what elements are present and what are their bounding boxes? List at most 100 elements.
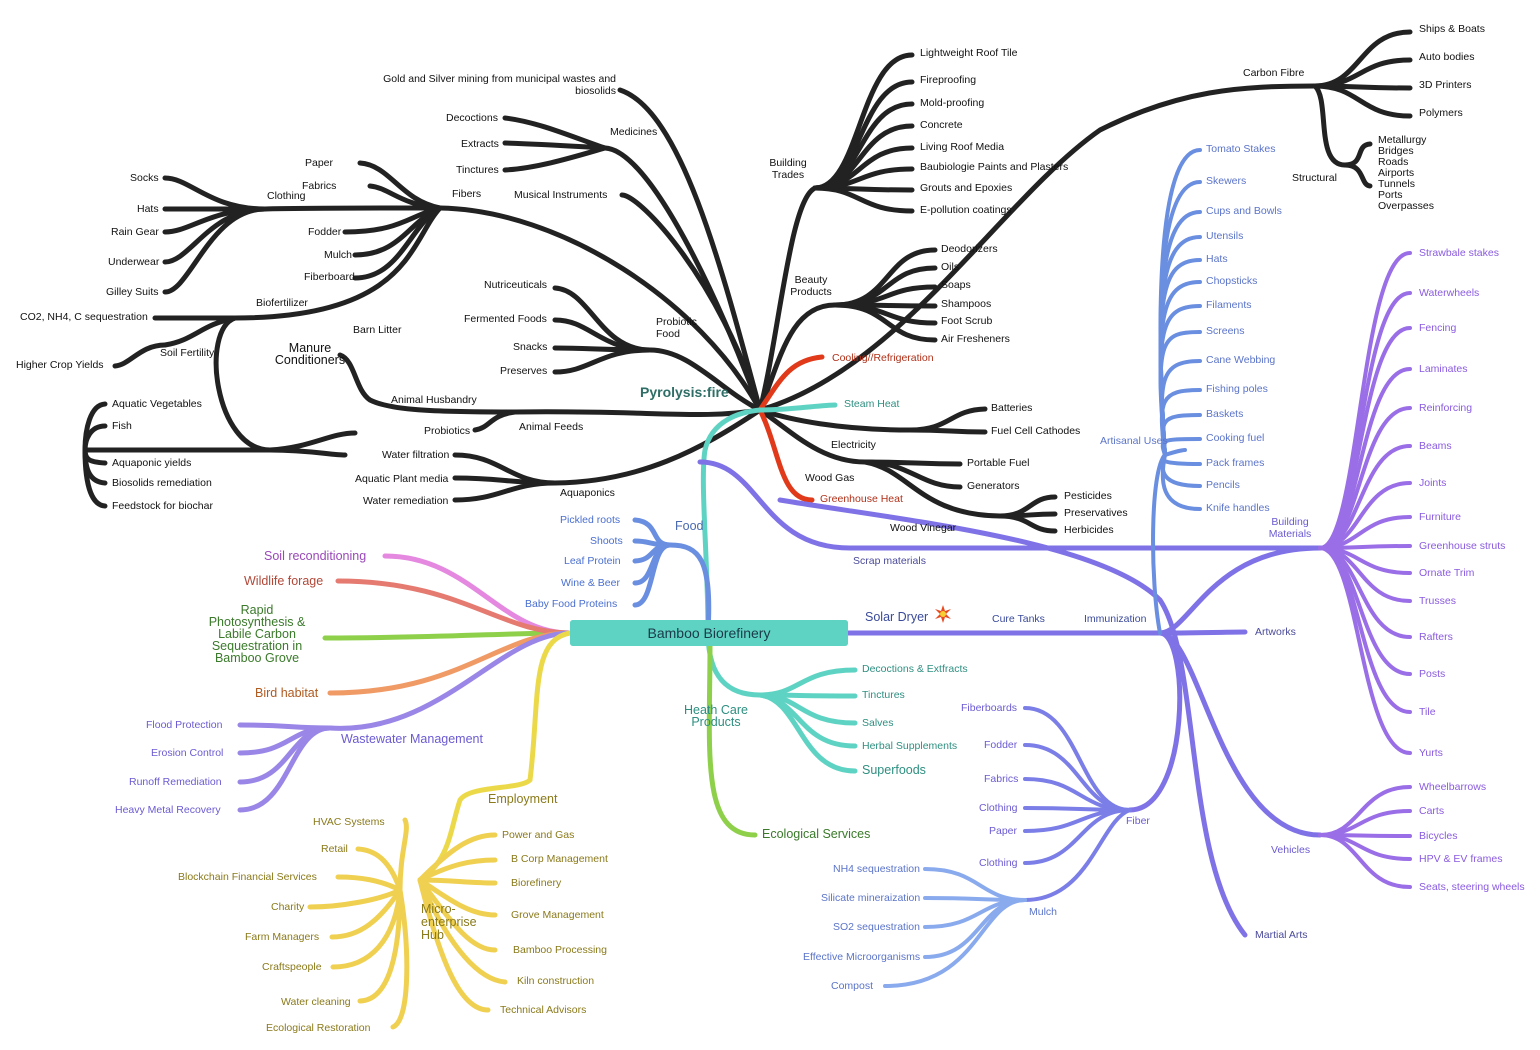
node-cooling[interactable]: Cooling//Refrigeration [832,352,934,364]
node-biofertilizer[interactable]: Biofertilizer [256,297,308,309]
node-rain-gear[interactable]: Rain Gear [111,226,159,238]
node-3d-printers[interactable]: 3D Printers [1419,79,1472,91]
node-electricity[interactable]: Electricity [831,439,876,451]
node-bamboo-processing[interactable]: Bamboo Processing [513,944,607,956]
node-water-cleaning[interactable]: Water cleaning [281,996,351,1008]
node-scrap-materials[interactable]: Scrap materials [853,555,926,567]
node-cups-bowls[interactable]: Cups and Bowls [1206,205,1282,217]
node-employment[interactable]: Employment [488,792,558,806]
node-pencils[interactable]: Pencils [1206,479,1240,491]
node-foot-scrub[interactable]: Foot Scrub [941,315,993,327]
node-baskets[interactable]: Baskets [1206,408,1244,420]
node-yurts[interactable]: Yurts [1419,747,1443,759]
node-technical-advisors[interactable]: Technical Advisors [500,1004,587,1016]
node-superfoods[interactable]: Superfoods [862,763,926,777]
node-kiln-construction[interactable]: Kiln construction [517,975,595,987]
node-posts[interactable]: Posts [1419,668,1446,680]
node-aquaponic-yields[interactable]: Aquaponic yields [112,457,192,469]
node-socks[interactable]: Socks [130,172,159,184]
node-gold-mining[interactable]: Gold and Silver mining from municipal wa… [383,73,616,97]
node-air-fresheners[interactable]: Air Fresheners [941,333,1010,345]
node-vehicles[interactable]: Vehicles [1271,844,1311,856]
node-fireproofing[interactable]: Fireproofing [920,74,977,86]
node-tinctures[interactable]: Tinctures [456,164,499,176]
node-fiber-fodder[interactable]: Fodder [984,739,1018,751]
node-utensils[interactable]: Utensils [1206,230,1244,242]
node-blockchain[interactable]: Blockchain Financial Services [178,871,317,883]
node-clothing[interactable]: Clothing [267,190,306,202]
node-seats-steering[interactable]: Seats, steering wheels [1419,881,1525,893]
node-effective-microorganisms[interactable]: Effective Microorganisms [803,951,921,963]
node-filaments[interactable]: Filaments [1206,299,1252,311]
node-skewers[interactable]: Skewers [1206,175,1247,187]
node-chopsticks[interactable]: Chopsticks [1206,275,1258,287]
node-animal-feeds[interactable]: Animal Feeds [519,421,584,433]
node-nutriceuticals[interactable]: Nutriceuticals [484,279,548,291]
node-waterwheels[interactable]: Waterwheels [1419,287,1480,299]
node-decoctions[interactable]: Decoctions [446,112,498,124]
node-pack-frames[interactable]: Pack frames [1206,457,1265,469]
node-food[interactable]: Food [675,519,704,533]
node-musical-instruments[interactable]: Musical Instruments [514,189,608,201]
node-ecological-services[interactable]: Ecological Services [762,827,871,841]
central-node[interactable]: Bamboo Biorefinery [570,620,848,646]
node-furniture[interactable]: Furniture [1419,511,1462,523]
node-auto-bodies[interactable]: Auto bodies [1419,51,1475,63]
node-mulch[interactable]: Mulch [1029,906,1058,918]
node-tile[interactable]: Tile [1419,706,1436,718]
node-building-trades[interactable]: Building Trades [769,157,807,181]
node-cure-tanks[interactable]: Cure Tanks [992,613,1045,625]
node-wine-beer[interactable]: Wine & Beer [561,577,620,589]
node-fiber[interactable]: Fiber [1126,815,1150,827]
node-extracts[interactable]: Extracts [461,138,499,150]
node-manure-conditioners[interactable]: Manure Conditioners [274,341,346,367]
node-health-tinctures[interactable]: Tinctures [862,689,905,701]
node-fabrics[interactable]: Fabrics [302,180,337,192]
node-oils[interactable]: Oils [941,261,960,273]
node-martial-arts[interactable]: Martial Arts [1255,929,1308,941]
node-hvac[interactable]: HVAC Systems [313,816,385,828]
node-craftspeople[interactable]: Craftspeople [262,961,322,973]
node-preserves[interactable]: Preserves [500,365,548,377]
node-hpv-ev-frames[interactable]: HPV & EV frames [1419,853,1503,865]
node-mulch[interactable]: Mulch [324,249,353,261]
node-structural[interactable]: Structural [1292,172,1337,184]
node-fiberboard[interactable]: Fiberboard [304,271,355,283]
node-batteries[interactable]: Batteries [991,402,1033,414]
node-fiberboards[interactable]: Fiberboards [961,702,1018,714]
node-gilley-suits[interactable]: Gilley Suits [106,286,159,298]
node-joints[interactable]: Joints [1419,477,1447,489]
node-steam-heat[interactable]: Steam Heat [844,398,900,410]
node-carbon-fibre[interactable]: Carbon Fibre [1243,67,1305,79]
node-screens[interactable]: Screens [1206,325,1245,337]
node-pickled-roots[interactable]: Pickled roots [560,514,621,526]
node-farm-managers[interactable]: Farm Managers [245,931,320,943]
node-polymers[interactable]: Polymers [1419,107,1463,119]
node-aquatic-vegetables[interactable]: Aquatic Vegetables [112,398,202,410]
node-ships-boats[interactable]: Ships & Boats [1419,23,1485,35]
node-bcorp[interactable]: B Corp Management [511,853,608,865]
node-fishing-poles[interactable]: Fishing poles [1206,383,1268,395]
node-herbicides[interactable]: Herbicides [1064,524,1114,536]
node-carts[interactable]: Carts [1419,805,1445,817]
node-runoff-remediation[interactable]: Runoff Remediation [129,776,222,788]
node-water-remediation[interactable]: Water remediation [363,495,449,507]
node-flood-protection[interactable]: Flood Protection [146,719,223,731]
node-bird-habitat[interactable]: Bird habitat [255,686,319,700]
node-fiber-clothing-2[interactable]: Clothing [979,857,1018,869]
node-probiotics[interactable]: Probiotics [424,425,471,437]
node-animal-husbandry[interactable]: Animal Husbandry [391,394,477,406]
node-erosion-control[interactable]: Erosion Control [151,747,224,759]
node-retail[interactable]: Retail [321,843,348,855]
node-paper[interactable]: Paper [305,157,334,169]
node-medicines[interactable]: Medicines [610,126,658,138]
node-greenhouse-struts[interactable]: Greenhouse struts [1419,540,1506,552]
node-trusses[interactable]: Trusses [1419,595,1456,607]
node-greenhouse-heat[interactable]: Greenhouse Heat [820,493,903,505]
node-fiber-fabrics[interactable]: Fabrics [984,773,1019,785]
node-wheelbarrows[interactable]: Wheelbarrows [1419,781,1487,793]
node-fiber-paper[interactable]: Paper [989,825,1018,837]
node-knife-handles[interactable]: Knife handles [1206,502,1270,514]
node-cooking-fuel[interactable]: Cooking fuel [1206,432,1265,444]
node-preservatives[interactable]: Preservatives [1064,507,1128,519]
